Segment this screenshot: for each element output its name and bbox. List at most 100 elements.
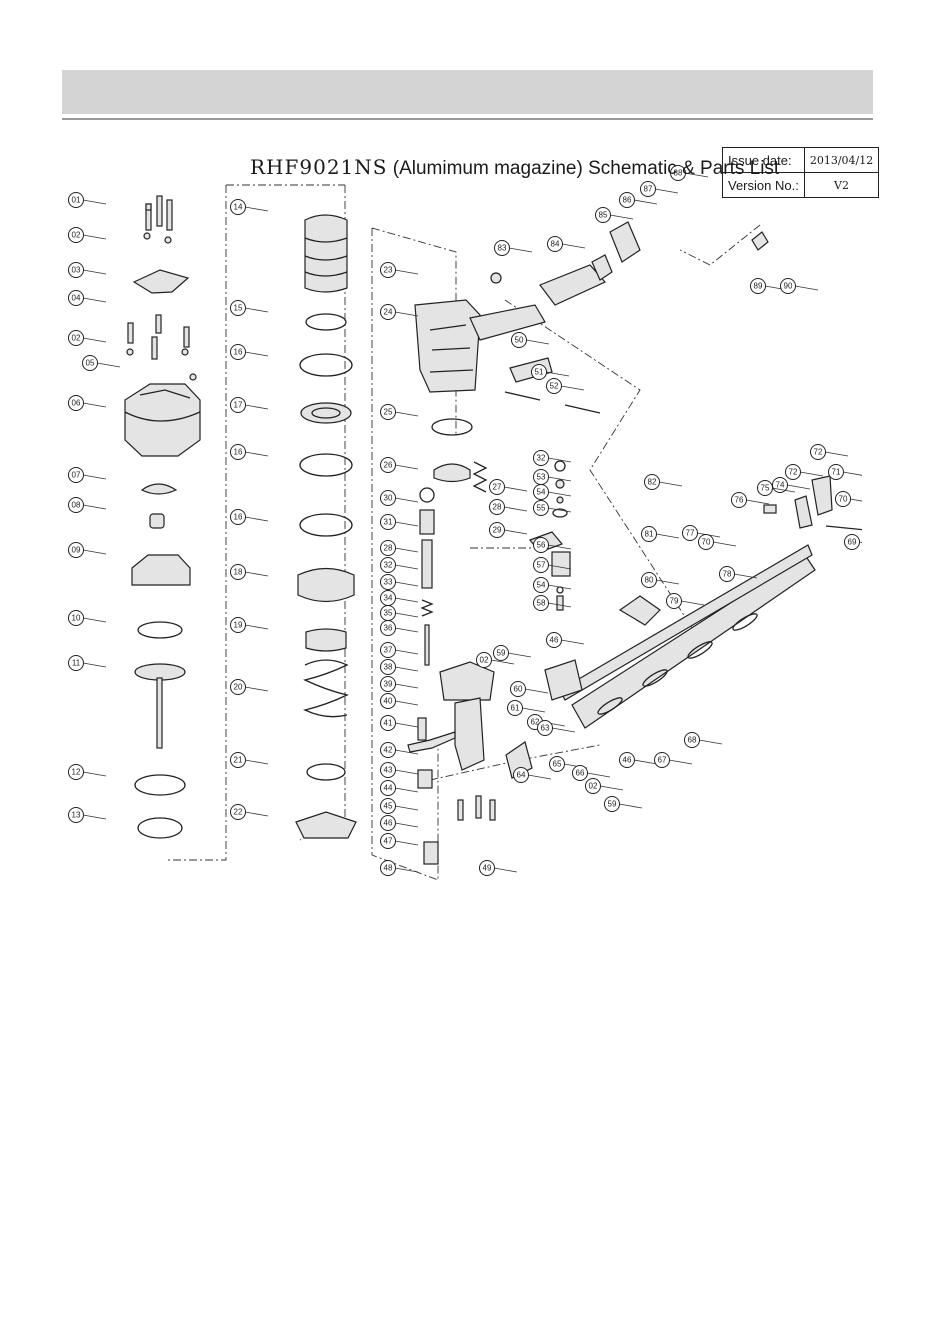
callout-label: 03 xyxy=(72,266,81,275)
callout-layer: 0102030402050607080910111213141516171616… xyxy=(68,165,862,876)
callout-76: 76 xyxy=(731,492,770,508)
callout-79: 79 xyxy=(666,593,705,609)
part-o-ring-13 xyxy=(137,817,183,839)
callout-label: 49 xyxy=(483,864,492,873)
callout-61: 61 xyxy=(507,700,546,716)
callout-label: 66 xyxy=(576,769,585,778)
callout-label: 26 xyxy=(384,461,393,470)
callout-25: 25 xyxy=(380,404,419,420)
callout-label: 60 xyxy=(514,685,523,694)
callout-label: 63 xyxy=(541,724,550,733)
callout-label: 62 xyxy=(531,718,540,727)
callout-42: 42 xyxy=(380,742,419,758)
callout-78: 78 xyxy=(719,566,758,582)
callout-22: 22 xyxy=(230,804,269,820)
part-o-ring-25 xyxy=(431,418,473,436)
callout-17: 17 xyxy=(230,397,269,413)
callout-37: 37 xyxy=(380,642,419,658)
part-bushing xyxy=(149,513,165,529)
callout-label: 09 xyxy=(72,546,81,555)
callout-89: 89 xyxy=(750,278,789,294)
callout-label: 15 xyxy=(234,304,243,313)
callout-54: 54 xyxy=(533,577,572,593)
callout-10: 10 xyxy=(68,610,107,626)
callout-label: 42 xyxy=(384,746,393,755)
title-description: (Alumimum magazine) Schematic & Parts Li… xyxy=(392,158,780,179)
part-o-ring-16a xyxy=(299,353,353,377)
callout-24: 24 xyxy=(380,304,419,320)
callout-14: 14 xyxy=(230,199,269,215)
callout-label: 71 xyxy=(832,468,841,477)
part-pusher-71 xyxy=(811,475,833,516)
callout-label: 16 xyxy=(234,448,243,457)
callout-56: 56 xyxy=(533,537,572,553)
part-ring-19 xyxy=(305,628,347,652)
callout-29: 29 xyxy=(489,522,528,538)
part-o-ring-16b xyxy=(299,453,353,477)
callout-81: 81 xyxy=(641,526,680,542)
callout-82: 82 xyxy=(644,474,683,490)
part-piston-stack xyxy=(304,214,348,293)
callout-05: 05 xyxy=(82,355,121,371)
callout-20: 20 xyxy=(230,679,269,695)
callout-label: 10 xyxy=(72,614,81,623)
part-cylinder-cap xyxy=(124,383,201,457)
callout-67: 67 xyxy=(654,752,693,768)
callout-23: 23 xyxy=(380,262,419,278)
part-valve-31 xyxy=(419,509,435,535)
callout-label: 90 xyxy=(784,282,793,291)
callout-03: 03 xyxy=(68,262,107,278)
callout-label: 12 xyxy=(72,768,81,777)
callout-66: 66 xyxy=(572,765,611,781)
part-exhaust-84 xyxy=(539,264,606,306)
callout-69: 69 xyxy=(844,534,862,550)
model-number: RHF9021NS xyxy=(250,155,388,179)
part-head-valve xyxy=(131,554,191,586)
callout-label: 44 xyxy=(384,784,393,793)
callout-label: 78 xyxy=(723,570,732,579)
callout-47: 47 xyxy=(380,833,419,849)
callout-11: 11 xyxy=(68,655,107,671)
callout-label: 70 xyxy=(839,495,848,504)
callout-label: 84 xyxy=(551,240,560,249)
callout-80: 80 xyxy=(641,572,680,588)
callout-label: 59 xyxy=(497,649,506,658)
callout-75: 75 xyxy=(757,480,796,496)
callout-label: 56 xyxy=(537,541,546,550)
callout-label: 54 xyxy=(537,581,546,590)
version-row: Version No.: V2 xyxy=(722,172,880,198)
callout-02: 02 xyxy=(476,652,515,668)
callout-label: 83 xyxy=(498,244,507,253)
callout-label: 08 xyxy=(72,501,81,510)
part-o-ring-15 xyxy=(305,313,347,331)
part-contact-48 xyxy=(423,841,439,865)
callout-label: 19 xyxy=(234,621,243,630)
part-bumper-26 xyxy=(433,463,471,483)
callout-label: 04 xyxy=(72,294,81,303)
callout-55: 55 xyxy=(533,500,572,516)
callout-27: 27 xyxy=(489,479,528,495)
callout-label: 47 xyxy=(384,837,393,846)
callout-51: 51 xyxy=(531,364,570,380)
header-rule xyxy=(62,118,873,120)
callout-02: 02 xyxy=(68,227,107,243)
callout-32: 32 xyxy=(380,557,419,573)
issue-date-value: 2013/04/12 xyxy=(803,147,880,173)
callout-label: 52 xyxy=(550,382,559,391)
callout-16: 16 xyxy=(230,444,269,460)
callout-16: 16 xyxy=(230,509,269,525)
callout-59: 59 xyxy=(604,796,643,812)
callout-58: 58 xyxy=(533,595,572,611)
callout-label: 77 xyxy=(686,529,695,538)
callout-38: 38 xyxy=(380,659,419,675)
callout-label: 06 xyxy=(72,399,81,408)
callout-63: 63 xyxy=(537,720,576,736)
part-gasket-22 xyxy=(295,811,357,839)
part-plug-43 xyxy=(417,769,433,789)
part-magazine-rail-78 xyxy=(559,544,813,701)
part-o-ring-10 xyxy=(137,621,183,639)
part-o-ring-21 xyxy=(306,763,346,781)
callout-label: 43 xyxy=(384,766,393,775)
callout-48: 48 xyxy=(380,860,419,876)
part-cap-plate xyxy=(132,269,190,294)
